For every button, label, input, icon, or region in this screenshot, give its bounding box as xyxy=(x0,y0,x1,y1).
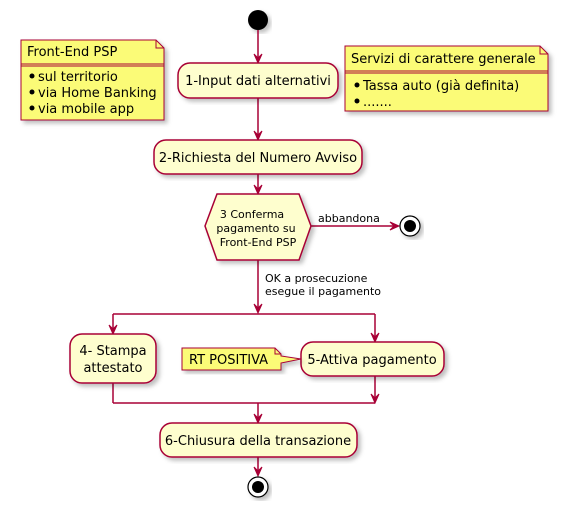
activity-stampa-line-2: attestato xyxy=(83,361,142,376)
note-front-end-item-2: via Home Banking xyxy=(38,86,157,101)
stop-node-abbandona xyxy=(399,215,421,237)
note-servizi-item-2: ....... xyxy=(363,95,392,110)
decision-conferma-pagamento: 3 Conferma pagamento su Front-End PSP xyxy=(204,193,312,261)
note-rt-positiva-text: RT POSITIVA xyxy=(189,353,268,368)
note-servizi-item-1: Tassa auto (già definita) xyxy=(362,79,519,94)
note-front-end-item-3: via mobile app xyxy=(38,102,134,117)
note-servizi-generali: Servizi di carattere generale Tassa auto… xyxy=(344,45,549,112)
edge-label-ok-line-2: esegue il pagamento xyxy=(265,285,381,298)
note-rt-positiva: RT POSITIVA xyxy=(181,347,302,371)
activity-stampa-attestato: 4- Stampa attestato xyxy=(69,333,157,384)
activity-attiva-label: 5-Attiva pagamento xyxy=(307,353,436,368)
activity-chiusura-label: 6-Chiusura della transazione xyxy=(165,434,351,449)
edge-label-abbandona: abbandona xyxy=(318,212,380,225)
edge-label-ok-line-1: OK a prosecuzione xyxy=(265,272,368,285)
decision-line-3: Front-End PSP xyxy=(220,236,297,249)
note-front-end-title: Front-End PSP xyxy=(27,45,118,60)
activity-input-dati: 1-Input dati alternativi xyxy=(177,62,339,99)
activity-stampa-line-1: 4- Stampa xyxy=(79,344,146,359)
note-front-end-psp: Front-End PSP sul territorio via Home Ba… xyxy=(20,39,165,121)
activity-attiva-pagamento: 5-Attiva pagamento xyxy=(300,341,445,377)
activity-input-dati-label: 1-Input dati alternativi xyxy=(185,74,331,89)
decision-line-1: 3 Conferma xyxy=(220,208,284,221)
decision-line-2: pagamento su xyxy=(216,222,295,235)
note-servizi-title: Servizi di carattere generale xyxy=(351,52,536,67)
start-node xyxy=(248,10,268,30)
end-node xyxy=(247,476,269,498)
activity-chiusura-transazione: 6-Chiusura della transazione xyxy=(159,422,358,458)
note-front-end-item-1: sul territorio xyxy=(38,70,118,85)
activity-richiesta-numero-avviso: 2-Richiesta del Numero Avviso xyxy=(153,139,363,175)
activity-richiesta-label: 2-Richiesta del Numero Avviso xyxy=(159,151,357,166)
